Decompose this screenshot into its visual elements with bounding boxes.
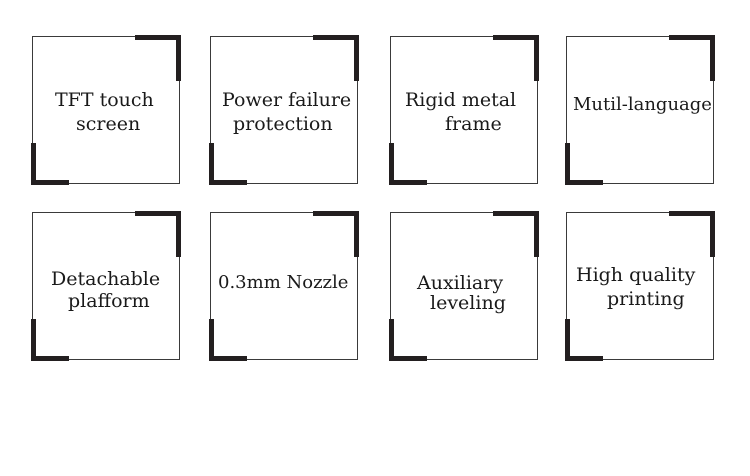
- feature-label-line: frame: [445, 113, 502, 135]
- corner-accent-bottom-left: [209, 143, 214, 185]
- feature-label: TFT touch screen: [55, 88, 154, 136]
- corner-accent-bottom-left: [389, 319, 394, 361]
- feature-label: High quality printing: [576, 263, 695, 311]
- feature-label: Rigid metal frame: [405, 88, 516, 136]
- corner-accent-bottom-left: [565, 319, 570, 361]
- corner-accent-top-right: [135, 35, 181, 40]
- feature-label-line: Power failure: [222, 89, 352, 111]
- feature-label-line: protection: [233, 113, 333, 135]
- feature-label: Auxiliary leveling: [417, 273, 506, 313]
- corner-accent-bottom-left: [31, 319, 36, 361]
- corner-accent-top-right: [534, 35, 539, 81]
- feature-label-line: 0.3mm Nozzle: [218, 272, 349, 293]
- feature-card-mutil-language: Mutil-language: [565, 35, 715, 185]
- feature-label-line: High quality: [576, 264, 696, 286]
- feature-card-power-failure-protection: Power failure protection: [209, 35, 359, 185]
- feature-label-line: Rigid metal: [405, 89, 517, 111]
- corner-accent-top-right: [493, 211, 539, 216]
- feature-label-line: Auxiliary: [417, 272, 504, 294]
- corner-accent-bottom-left: [31, 143, 36, 185]
- corner-accent-top-right: [493, 35, 539, 40]
- corner-accent-top-right: [354, 211, 359, 257]
- corner-accent-top-right: [710, 211, 715, 257]
- corner-accent-top-right: [669, 35, 715, 40]
- feature-label: 0.3mm Nozzle: [218, 271, 348, 295]
- feature-label-line: leveling: [430, 292, 506, 314]
- feature-card-tft-touch-screen: TFT touch screen: [31, 35, 181, 185]
- feature-label-line: TFT touch: [55, 89, 154, 111]
- corner-accent-bottom-left: [209, 319, 214, 361]
- corner-accent-bottom-left: [209, 180, 247, 185]
- feature-card-detachable-plafform: Detachable plafform: [31, 211, 181, 361]
- corner-accent-top-right: [176, 211, 181, 257]
- corner-accent-top-right: [710, 35, 715, 81]
- feature-label: Detachable plafform: [51, 268, 160, 312]
- feature-card-high-quality-printing: High quality printing: [565, 211, 715, 361]
- corner-accent-bottom-left: [209, 356, 247, 361]
- feature-card-nozzle: 0.3mm Nozzle: [209, 211, 359, 361]
- feature-label-line: plafform: [68, 290, 150, 312]
- corner-accent-bottom-left: [565, 143, 570, 185]
- corner-accent-top-right: [176, 35, 181, 81]
- corner-accent-top-right: [313, 211, 359, 216]
- feature-card-auxiliary-leveling: Auxiliary leveling: [389, 211, 539, 361]
- feature-label: Mutil-language: [573, 93, 712, 117]
- corner-accent-bottom-left: [389, 356, 427, 361]
- corner-accent-bottom-left: [389, 143, 394, 185]
- feature-label-line: printing: [607, 288, 685, 310]
- corner-accent-bottom-left: [565, 180, 603, 185]
- feature-label-line: Mutil-language: [573, 94, 712, 115]
- corner-accent-bottom-left: [565, 356, 603, 361]
- corner-accent-top-right: [354, 35, 359, 81]
- feature-label-line: Detachable: [51, 268, 161, 290]
- feature-label: Power failure protection: [222, 88, 351, 136]
- corner-accent-bottom-left: [31, 356, 69, 361]
- feature-label-line: screen: [76, 113, 141, 135]
- feature-card-rigid-metal-frame: Rigid metal frame: [389, 35, 539, 185]
- corner-accent-top-right: [669, 211, 715, 216]
- corner-accent-top-right: [135, 211, 181, 216]
- corner-accent-top-right: [534, 211, 539, 257]
- corner-accent-bottom-left: [389, 180, 427, 185]
- corner-accent-bottom-left: [31, 180, 69, 185]
- corner-accent-top-right: [313, 35, 359, 40]
